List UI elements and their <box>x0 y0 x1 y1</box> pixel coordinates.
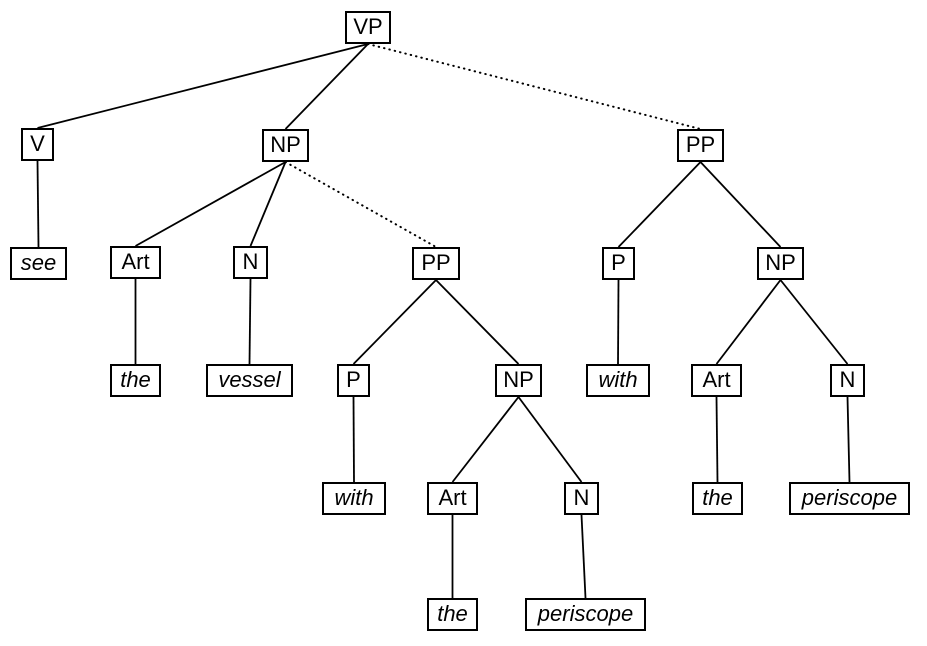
node-label: N <box>573 484 590 510</box>
node-label: PP <box>685 131 716 157</box>
terminal-node-per_m[interactable]: periscope <box>525 598 646 631</box>
node-label: Art <box>438 484 467 510</box>
node-label: NP <box>270 131 301 157</box>
tree-edge-art_r-to-the_r <box>715 396 719 483</box>
category-node-np1[interactable]: NP <box>262 129 309 162</box>
node-label: NP <box>765 249 796 275</box>
tree-edge-pp_right-to-np_right <box>699 161 782 248</box>
category-node-n_r[interactable]: N <box>830 364 865 397</box>
category-node-pp_right[interactable]: PP <box>677 129 724 162</box>
category-node-np_mid[interactable]: NP <box>495 364 542 397</box>
category-node-pp_mid[interactable]: PP <box>412 247 460 280</box>
tree-edge-pp_right-to-p_right <box>617 161 702 248</box>
node-label: with <box>334 484 374 510</box>
terminal-node-per_r[interactable]: periscope <box>789 482 910 515</box>
node-label: P <box>346 366 361 392</box>
terminal-node-with_r[interactable]: with <box>586 364 650 397</box>
node-label: the <box>120 366 151 392</box>
node-label: with <box>598 366 638 392</box>
tree-edge-n_r-to-per_r <box>846 396 851 483</box>
tree-edge-p_mid-to-with_m <box>352 396 355 483</box>
node-label: see <box>20 249 57 275</box>
tree-edge-vp-to-pp_right <box>367 43 702 130</box>
tree-edge-np_mid-to-n_m <box>517 396 583 483</box>
category-node-art_r[interactable]: Art <box>691 364 742 397</box>
node-label: periscope <box>537 600 634 626</box>
tree-edge-p_right-to-with_r <box>617 279 620 365</box>
terminal-node-the_m[interactable]: the <box>427 598 478 631</box>
node-label: periscope <box>801 484 898 510</box>
node-label: the <box>437 600 468 626</box>
tree-edge-np_right-to-art_r <box>715 279 782 365</box>
node-label: V <box>30 130 45 156</box>
category-node-vp[interactable]: VP <box>345 11 391 44</box>
node-label: VP <box>353 13 383 39</box>
terminal-node-the1[interactable]: the <box>110 364 161 397</box>
node-label: vessel <box>218 366 281 392</box>
tree-edge-n_m-to-per_m <box>580 514 587 599</box>
category-node-np_right[interactable]: NP <box>757 247 804 280</box>
tree-edge-vp-to-v <box>37 43 369 129</box>
node-label: Art <box>121 248 150 274</box>
category-node-n1[interactable]: N <box>233 246 268 279</box>
terminal-node-the_r[interactable]: the <box>692 482 743 515</box>
terminal-node-with_m[interactable]: with <box>322 482 386 515</box>
tree-edge-pp_mid-to-p_mid <box>352 279 437 365</box>
tree-edge-np_right-to-n_r <box>779 279 849 365</box>
tree-edge-np1-to-n1 <box>249 161 287 247</box>
category-node-art_m[interactable]: Art <box>427 482 478 515</box>
category-node-p_mid[interactable]: P <box>337 364 370 397</box>
tree-edge-np1-to-art1 <box>135 161 286 247</box>
tree-edge-n1-to-vessel <box>248 278 252 365</box>
tree-edge-vp-to-np1 <box>284 43 369 130</box>
category-node-v[interactable]: V <box>21 128 54 161</box>
node-label: N <box>242 248 259 274</box>
node-label: Art <box>702 366 731 392</box>
tree-edge-v-to-see <box>36 160 40 248</box>
tree-edge-np1-to-pp_mid <box>284 161 437 248</box>
node-label: NP <box>503 366 534 392</box>
category-node-n_m[interactable]: N <box>564 482 599 515</box>
terminal-node-see[interactable]: see <box>10 247 67 280</box>
node-label: PP <box>421 249 451 275</box>
category-node-p_right[interactable]: P <box>602 247 635 280</box>
category-node-art1[interactable]: Art <box>110 246 161 279</box>
node-label: the <box>702 484 733 510</box>
tree-edge-pp_mid-to-np_mid <box>435 279 520 365</box>
tree-edge-np_mid-to-art_m <box>451 396 520 483</box>
node-label: N <box>839 366 856 392</box>
terminal-node-vessel[interactable]: vessel <box>206 364 293 397</box>
node-label: P <box>611 249 626 275</box>
